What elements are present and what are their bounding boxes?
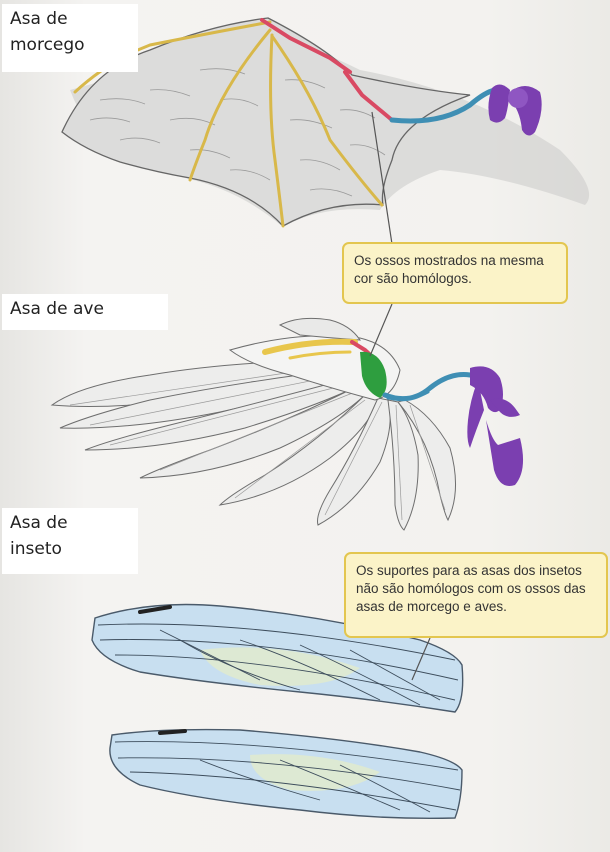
label-bat-wing: Asa de morcego [2, 4, 138, 72]
callout-insect-supports: Os suportes para as asas dos insetos não… [344, 552, 608, 638]
label-insect-line1: Asa de [10, 510, 130, 536]
callout-homologous-text: Os ossos mostrados na mesma cor são homó… [354, 253, 544, 286]
callout-insect-text: Os suportes para as asas dos insetos não… [356, 563, 586, 614]
label-insect-line2: inseto [10, 536, 130, 562]
bat-wing [62, 18, 589, 227]
callout-homologous-bones: Os ossos mostrados na mesma cor são homó… [342, 242, 568, 304]
label-bird-wing: Asa de ave [2, 294, 168, 330]
label-bat-line2: morcego [10, 32, 130, 58]
label-bat-line1: Asa de [10, 6, 130, 32]
label-bird-text: Asa de ave [10, 296, 160, 322]
bird-wing [52, 318, 523, 530]
label-insect-wing: Asa de inseto [2, 508, 138, 574]
